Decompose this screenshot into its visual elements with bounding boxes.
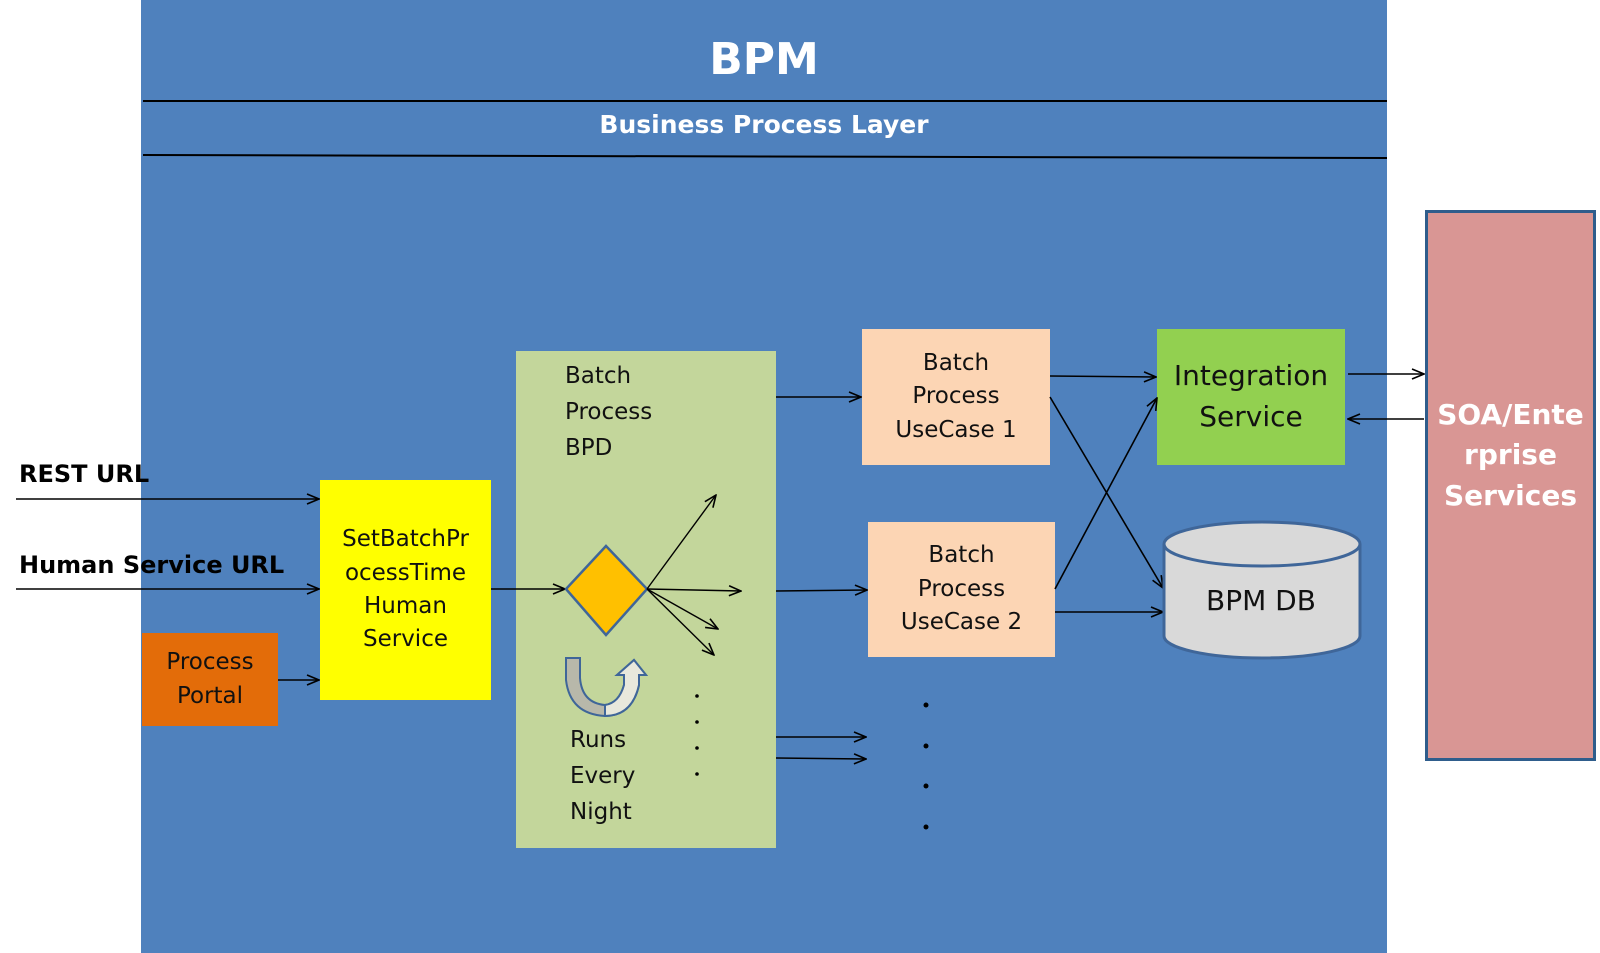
usecase-1-to-integration-arrow <box>1049 376 1156 377</box>
gateway-branch-arrow <box>646 589 741 591</box>
bpm-db-label: BPM DB <box>1206 584 1316 617</box>
usecase-1-box: Batch Process UseCase 1 <box>862 329 1050 465</box>
human-service-box: SetBatchPr ocessTime Human Service <box>320 480 491 700</box>
bpd-to-more-arrow <box>775 758 866 759</box>
integration-service-line: Service <box>1199 400 1303 433</box>
soa-enterprise-services-box: SOA/Ente rprise Services <box>1425 210 1596 761</box>
gateway-branch-arrow <box>646 588 714 655</box>
schedule-line: Night <box>570 799 632 825</box>
usecase-2-to-integration-arrow <box>1054 398 1157 590</box>
integration-service-line: Integration <box>1173 359 1329 393</box>
soa-line: rprise <box>1464 438 1557 472</box>
bpd-to-usecase-2-arrow <box>775 590 867 591</box>
bpd-title: Batch Process BPD <box>565 358 652 466</box>
process-portal-box: Process Portal <box>142 633 278 726</box>
batch-process-bpd-panel <box>516 351 776 848</box>
integration-service-box: Integration Service <box>1157 329 1345 465</box>
soa-line: SOA/Ente <box>1437 397 1584 431</box>
soa-line: Services <box>1443 478 1578 512</box>
rest-url-label: REST URL <box>19 460 150 488</box>
bpd-title-line: BPD <box>565 435 613 461</box>
usecase-2-line: Process <box>917 575 1006 602</box>
usecase-2-line: UseCase 2 <box>900 609 1023 636</box>
process-portal-line: Portal <box>176 682 244 709</box>
layer-divider-bottom <box>142 154 1388 159</box>
human-service-url-label: Human Service URL <box>19 551 285 579</box>
database-cylinder-icon <box>1162 520 1362 660</box>
continuation-dots-bpd <box>695 694 699 776</box>
bpd-title-line: Process <box>565 399 653 425</box>
schedule-line: Runs <box>570 727 627 753</box>
bpd-title-line: Batch <box>565 363 632 389</box>
human-service-line: Human <box>364 593 447 619</box>
usecase-1-line: Process <box>912 383 1000 410</box>
human-service-line: SetBatchPr <box>342 526 469 553</box>
usecase-2-box: Batch Process UseCase 2 <box>868 522 1055 657</box>
process-portal-line: Process <box>166 649 254 676</box>
usecase-1-line: UseCase 1 <box>895 416 1017 443</box>
continuation-dots-usecases <box>923 702 929 830</box>
gateway-branch-arrow <box>646 588 718 629</box>
diamond-gateway-icon <box>564 544 649 637</box>
business-process-layer-label: Business Process Layer <box>599 110 929 139</box>
usecase-2-line: Batch <box>928 542 995 569</box>
gateway-branch-arrow <box>646 495 716 590</box>
human-service-line: Service <box>362 626 448 653</box>
u-turn-arrow-icon <box>565 657 649 718</box>
schedule-line: Every <box>570 763 636 789</box>
human-service-line: ocessTime <box>344 559 467 586</box>
usecase-1-line: Batch <box>922 349 990 376</box>
diagram-title: BPM <box>709 34 819 85</box>
schedule-label: Runs Every Night <box>570 722 635 830</box>
